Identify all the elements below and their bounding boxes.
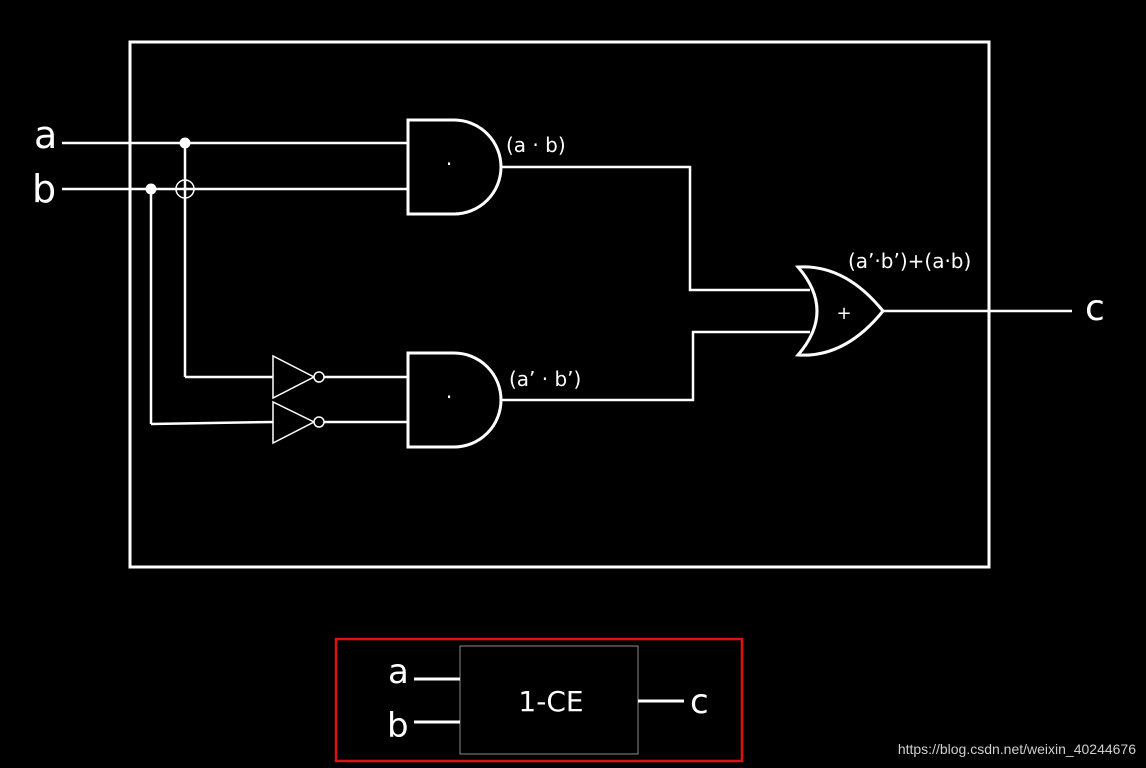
output-c-label: c	[1085, 288, 1105, 329]
wire-and-top-out	[501, 165, 810, 292]
wire-crossover	[175, 179, 195, 199]
input-b-label: b	[32, 167, 56, 211]
block-output-c-label: c	[690, 682, 709, 722]
junction-a	[179, 137, 191, 149]
and-gate-top	[406, 118, 503, 216]
and-bottom-symbol: ·	[446, 385, 452, 409]
not-gate-top-bubble	[313, 371, 325, 383]
block-frame	[334, 637, 744, 763]
wires	[62, 141, 1072, 426]
block-input-b-label: b	[387, 706, 409, 746]
watermark: https://blog.csdn.net/weixin_40244676	[898, 741, 1136, 757]
wire-b-to-not	[150, 420, 274, 426]
block-input-a-label: a	[388, 652, 409, 692]
circuit-frame	[128, 40, 991, 569]
not-gate-bottom-bubble	[313, 416, 325, 428]
or-symbol: +	[836, 303, 851, 324]
input-a-label: a	[34, 113, 57, 157]
and-gate-bottom	[406, 351, 503, 449]
or-gate	[794, 265, 885, 357]
expr-or-result: (a’·b’)+(a·b)	[848, 249, 971, 273]
and-top-symbol: ·	[446, 152, 452, 176]
not-gate-top	[272, 354, 316, 400]
block-name: 1-CE	[518, 685, 583, 718]
expr-a-and-b: (a · b)	[506, 133, 566, 157]
wire-and-bottom-out	[501, 330, 810, 402]
block-1ce	[459, 645, 639, 755]
not-gate-bottom	[272, 400, 316, 445]
junction-b	[145, 183, 157, 195]
expr-not-a-and-not-b: (a’ · b’)	[509, 367, 581, 391]
